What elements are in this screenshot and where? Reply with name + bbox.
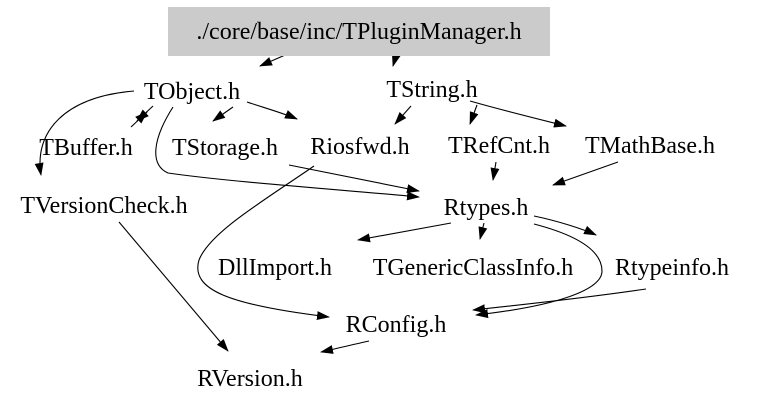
edge-rtypes-to-tgenericclassinfo (478, 222, 488, 240)
edge-group (34, 51, 647, 354)
node-rconfig[interactable]: RConfig.h (346, 312, 447, 338)
edge-tobject-to-rtypes (155, 106, 420, 201)
node-rtypes[interactable]: Rtypes.h (444, 195, 529, 221)
edge-tstorage-to-rtypes (288, 164, 420, 194)
node-tstring[interactable]: TString.h (386, 77, 477, 103)
edge-trefcnt-to-rtypes (490, 161, 500, 181)
title-node-box (168, 7, 550, 56)
edge-tobject-to-riosfwd (246, 101, 298, 120)
node-trefcnt[interactable]: TRefCnt.h (448, 133, 550, 159)
edge-tobject-to-tversioncheck (34, 90, 135, 176)
edge-tstring-to-riosfwd (394, 105, 412, 125)
edge-tobject-to-tstorage (212, 106, 234, 122)
node-tobject[interactable]: TObject.h (144, 79, 240, 105)
edge-rconfig-to-rversion (320, 340, 370, 354)
edge-rtypes-to-rtypeinfo (533, 215, 597, 236)
edge-tstring-to-tmathbase (469, 100, 567, 128)
edge-rtypeinfo-to-rconfig (472, 288, 647, 314)
edge-riosfwd-to-rconfig (197, 165, 330, 321)
node-riosfwd[interactable]: Riosfwd.h (310, 134, 409, 160)
node-tgenericclassinfo[interactable]: TGenericClassInfo.h (373, 255, 574, 281)
node-rversion[interactable]: RVersion.h (197, 366, 302, 392)
node-tversioncheck[interactable]: TVersionCheck.h (20, 193, 187, 219)
node-dllimport[interactable]: DllImport.h (218, 255, 332, 281)
node-tstorage[interactable]: TStorage.h (172, 135, 278, 161)
edge-tmathbase-to-rtypes (552, 161, 619, 186)
edge-tbuffer-to-tobject (130, 111, 148, 128)
edge-rtypes-to-rconfig (475, 223, 603, 319)
node-tpluginmanager: ./core/base/inc/TPluginManager.h (196, 19, 521, 45)
edge-tstring-to-trefcnt (469, 104, 479, 125)
edge-tversioncheck-to-rversion (118, 221, 229, 352)
node-tbuffer[interactable]: TBuffer.h (39, 135, 133, 161)
node-tmathbase[interactable]: TMathBase.h (585, 133, 715, 159)
node-rtypeinfo[interactable]: Rtypeinfo.h (615, 255, 729, 281)
edge-rtypes-to-dllimport (357, 222, 452, 243)
